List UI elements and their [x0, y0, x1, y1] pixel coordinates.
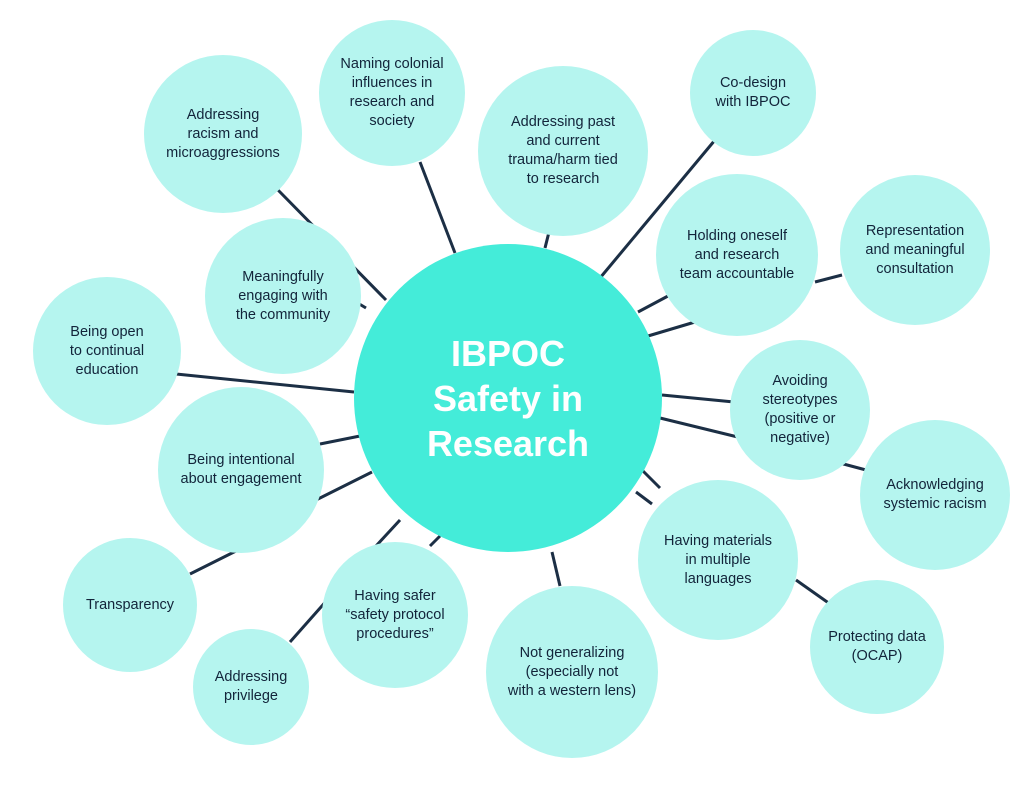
node-label: Naming colonial influences in research a…	[340, 56, 444, 129]
node-intentional-engagement: Being intentional about engagement	[158, 387, 324, 553]
node-label: Meaningfully engaging with the community	[235, 268, 331, 323]
connector-line	[635, 490, 653, 506]
connector-line	[647, 320, 696, 338]
connector-line	[319, 434, 361, 446]
node-label: Having safer “safety protocol procedures…	[345, 587, 445, 642]
connector-line	[175, 372, 355, 394]
node-addressing-trauma: Addressing past and current trauma/harm …	[478, 66, 648, 236]
node-label: Avoiding stereotypes (positive or negati…	[762, 373, 838, 446]
node-naming-colonial-influences: Naming colonial influences in research a…	[319, 20, 465, 166]
connector-line	[661, 393, 735, 404]
node-avoiding-stereotypes: Avoiding stereotypes (positive or negati…	[730, 340, 870, 480]
node-label: Being open to continual education	[69, 323, 145, 378]
node-addressing-racism: Addressing racism and microaggressions	[144, 55, 302, 213]
connector-line	[795, 578, 831, 606]
connector-line	[428, 534, 442, 548]
node-not-generalizing: Not generalizing (especially not with a …	[486, 586, 658, 758]
connector-line	[315, 470, 373, 502]
node-representation: Representation and meaningful consultati…	[840, 175, 990, 325]
node-label: Having materials in multiple languages	[664, 532, 772, 587]
node-label: Protecting data (OCAP)	[828, 629, 926, 664]
connector-line	[637, 294, 669, 314]
connector-line	[189, 548, 239, 576]
node-label: Co-design with IBPOC	[715, 75, 791, 110]
node-co-design: Co-design with IBPOC	[690, 30, 816, 156]
node-continual-education: Being open to continual education	[33, 277, 181, 425]
node-label: Representation and meaningful consultati…	[865, 222, 965, 277]
node-multiple-languages: Having materials in multiple languages	[638, 480, 798, 640]
node-holding-accountable: Holding oneself and research team accoun…	[656, 174, 818, 336]
connector-line	[814, 273, 843, 284]
node-label: Holding oneself and research team accoun…	[679, 227, 795, 282]
node-meaningfully-engaging: Meaningfully engaging with the community	[205, 218, 361, 374]
connector-line	[598, 139, 717, 279]
central-topic: IBPOC Safety in Research	[354, 244, 662, 552]
connector-line	[374, 518, 402, 548]
node-addressing-privilege: Addressing privilege	[193, 629, 309, 745]
connector-line	[550, 551, 562, 587]
node-systemic-racism: Acknowledging systemic racism	[860, 420, 1010, 570]
node-label: Addressing past and current trauma/harm …	[508, 114, 618, 187]
central-topic-title: IBPOC Safety in Research	[426, 332, 590, 464]
node-label: Being intentional about engagement	[180, 452, 302, 487]
node-safer-protocol: Having safer “safety protocol procedures…	[322, 542, 468, 688]
node-label: Not generalizing (especially not with a …	[507, 644, 637, 699]
node-label: Transparency	[85, 596, 175, 613]
node-label: Acknowledging systemic racism	[883, 477, 987, 512]
connector-line	[640, 468, 662, 490]
node-protecting-data: Protecting data (OCAP)	[810, 580, 944, 714]
node-label: Addressing privilege	[214, 669, 288, 704]
node-transparency: Transparency	[63, 538, 197, 672]
node-label: Addressing racism and microaggressions	[166, 106, 280, 161]
connector-line	[418, 161, 457, 254]
